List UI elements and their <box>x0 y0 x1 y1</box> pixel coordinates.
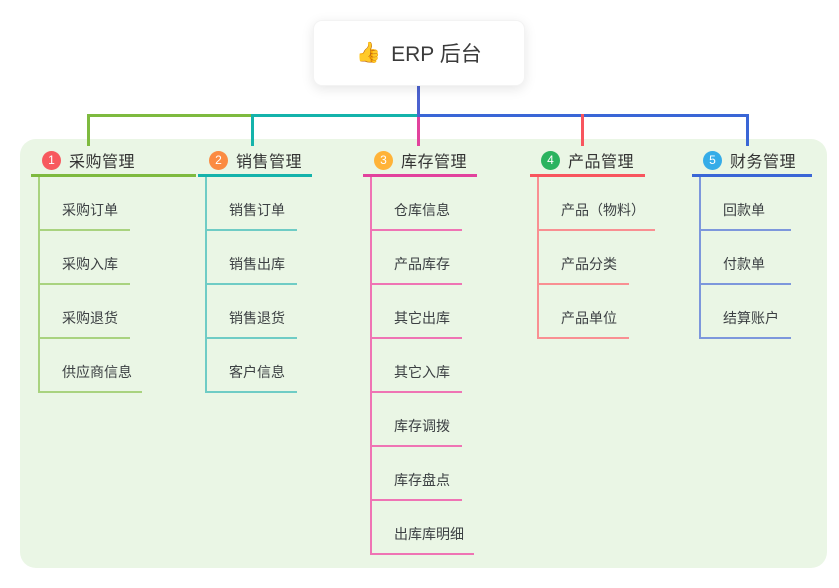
node-item[interactable]: 产品（物料） <box>539 177 655 231</box>
node-item[interactable]: 销售订单 <box>207 177 297 231</box>
branch-title: 库存管理 <box>401 154 468 171</box>
branch-title: 财务管理 <box>730 154 797 171</box>
branch-items-finance: 回款单 付款单 结算账户 <box>699 177 791 339</box>
branch-items-purchase: 采购订单 采购入库 采购退货 供应商信息 <box>38 177 142 393</box>
branch-badge: 2 <box>209 150 228 170</box>
node-item[interactable]: 供应商信息 <box>40 339 142 393</box>
branch-header-inventory[interactable]: 3 库存管理 <box>363 146 477 177</box>
branch-header-product[interactable]: 4 产品管理 <box>530 146 645 177</box>
node-item[interactable]: 其它出库 <box>372 285 462 339</box>
node-item[interactable]: 付款单 <box>701 231 791 285</box>
node-item[interactable]: 销售出库 <box>207 231 297 285</box>
node-item[interactable]: 结算账户 <box>701 285 791 339</box>
node-item[interactable]: 其它入库 <box>372 339 462 393</box>
branch-items-sales: 销售订单 销售出库 销售退货 客户信息 <box>205 177 297 393</box>
connector-drop-branch1 <box>87 114 90 146</box>
root-node[interactable]: 👍 ERP 后台 <box>313 20 525 86</box>
branch-badge: 5 <box>703 150 722 170</box>
node-item[interactable]: 库存调拨 <box>372 393 462 447</box>
branch-title: 产品管理 <box>568 154 635 171</box>
node-item[interactable]: 出库库明细 <box>372 501 474 555</box>
node-item[interactable]: 产品库存 <box>372 231 462 285</box>
node-item[interactable]: 采购订单 <box>40 177 130 231</box>
branch-items-product: 产品（物料） 产品分类 产品单位 <box>537 177 655 339</box>
branch-badge: 3 <box>374 150 393 170</box>
node-item[interactable]: 库存盘点 <box>372 447 462 501</box>
branch-badge: 4 <box>541 150 560 170</box>
branch-badge: 1 <box>42 150 61 170</box>
connector-drop-branch4 <box>581 114 584 146</box>
node-item[interactable]: 产品单位 <box>539 285 629 339</box>
node-item[interactable]: 回款单 <box>701 177 791 231</box>
node-item[interactable]: 产品分类 <box>539 231 629 285</box>
node-item[interactable]: 销售退货 <box>207 285 297 339</box>
branch-header-finance[interactable]: 5 财务管理 <box>692 146 812 177</box>
connector-trunk <box>417 84 420 117</box>
branch-title: 采购管理 <box>69 154 136 171</box>
node-item[interactable]: 采购退货 <box>40 285 130 339</box>
node-item[interactable]: 客户信息 <box>207 339 297 393</box>
branches-panel <box>20 139 827 568</box>
thumbs-up-icon: 👍 <box>356 42 382 64</box>
node-item[interactable]: 采购入库 <box>40 231 130 285</box>
branch-header-sales[interactable]: 2 销售管理 <box>198 146 312 177</box>
connector-drop-branch3 <box>417 114 420 146</box>
branch-header-purchase[interactable]: 1 采购管理 <box>31 146 196 177</box>
root-title: ERP 后台 <box>391 43 482 66</box>
node-item[interactable]: 仓库信息 <box>372 177 462 231</box>
branch-title: 销售管理 <box>236 154 303 171</box>
connector-drop-branch2 <box>251 114 254 146</box>
branch-items-inventory: 仓库信息 产品库存 其它出库 其它入库 库存调拨 库存盘点 出库库明细 <box>370 177 474 555</box>
connector-drop-branch5 <box>746 114 749 146</box>
connector-rail-branch2 <box>251 114 420 117</box>
